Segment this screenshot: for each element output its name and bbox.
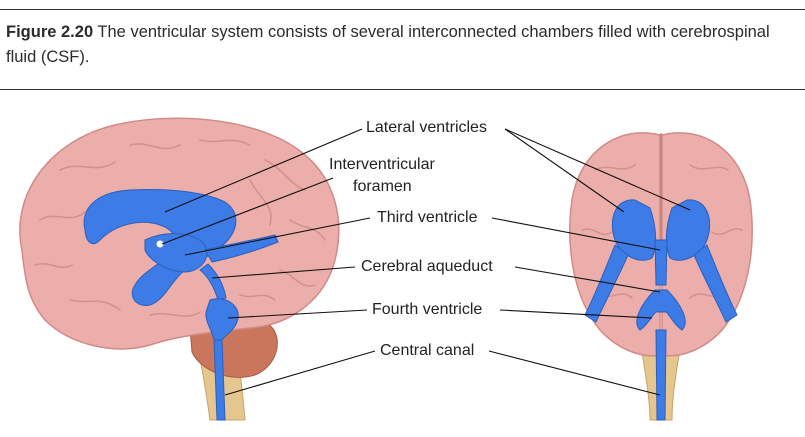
front-right-temporal-horn bbox=[693, 244, 738, 323]
front-ventricles bbox=[584, 199, 738, 421]
front-view-brain bbox=[569, 132, 753, 421]
front-right-lateral-ventricle bbox=[665, 199, 711, 261]
side-cerebral-aqueduct bbox=[199, 263, 227, 301]
leader-foramen bbox=[161, 177, 334, 245]
front-fourth-ventricle bbox=[636, 289, 686, 331]
label-central-canal: Central canal bbox=[377, 341, 478, 361]
label-lateral-ventricles: Lateral ventricles bbox=[363, 118, 490, 138]
leader-lateral-right-a bbox=[504, 128, 625, 213]
top-rule bbox=[0, 9, 805, 10]
side-lateral-ventricle bbox=[83, 189, 237, 306]
leader-lateral-left bbox=[164, 128, 363, 213]
label-interventricular-line1: Interventricular bbox=[326, 155, 438, 175]
leader-lateral-right-b bbox=[504, 128, 691, 211]
front-left-lateral-ventricle bbox=[611, 199, 657, 261]
leader-aqueduct-left bbox=[211, 266, 356, 279]
front-left-temporal-horn bbox=[584, 244, 629, 323]
leader-fourth-right bbox=[499, 309, 653, 319]
label-fourth-ventricle: Fourth ventricle bbox=[369, 300, 486, 320]
label-cerebral-aqueduct: Cerebral aqueduct bbox=[358, 257, 496, 277]
side-view-brain bbox=[19, 117, 340, 421]
label-third-ventricle: Third ventricle bbox=[374, 208, 481, 228]
leader-third-right bbox=[491, 217, 661, 251]
side-fourth-ventricle bbox=[205, 298, 239, 341]
caption-text: The ventricular system consists of sever… bbox=[6, 23, 770, 66]
figure-caption: Figure 2.20 The ventricular system consi… bbox=[6, 20, 796, 70]
bottom-rule bbox=[0, 89, 805, 90]
label-interventricular-line2: foramen bbox=[350, 177, 415, 197]
leader-lines bbox=[161, 128, 691, 396]
side-temporal-horn bbox=[204, 234, 279, 263]
leader-canal-left bbox=[224, 350, 376, 396]
side-central-canal bbox=[213, 339, 226, 421]
leader-third-left bbox=[184, 217, 371, 256]
front-third-ventricle bbox=[654, 239, 668, 286]
side-gyri bbox=[34, 139, 326, 317]
ventricular-system-diagram bbox=[19, 117, 753, 421]
leader-canal-right bbox=[488, 350, 661, 396]
front-central-canal bbox=[655, 329, 667, 421]
side-interventricular-foramen-dot bbox=[156, 240, 164, 248]
leader-aqueduct-right bbox=[514, 266, 661, 293]
figure-number: Figure 2.20 bbox=[6, 23, 94, 41]
leader-fourth-left bbox=[227, 309, 368, 319]
